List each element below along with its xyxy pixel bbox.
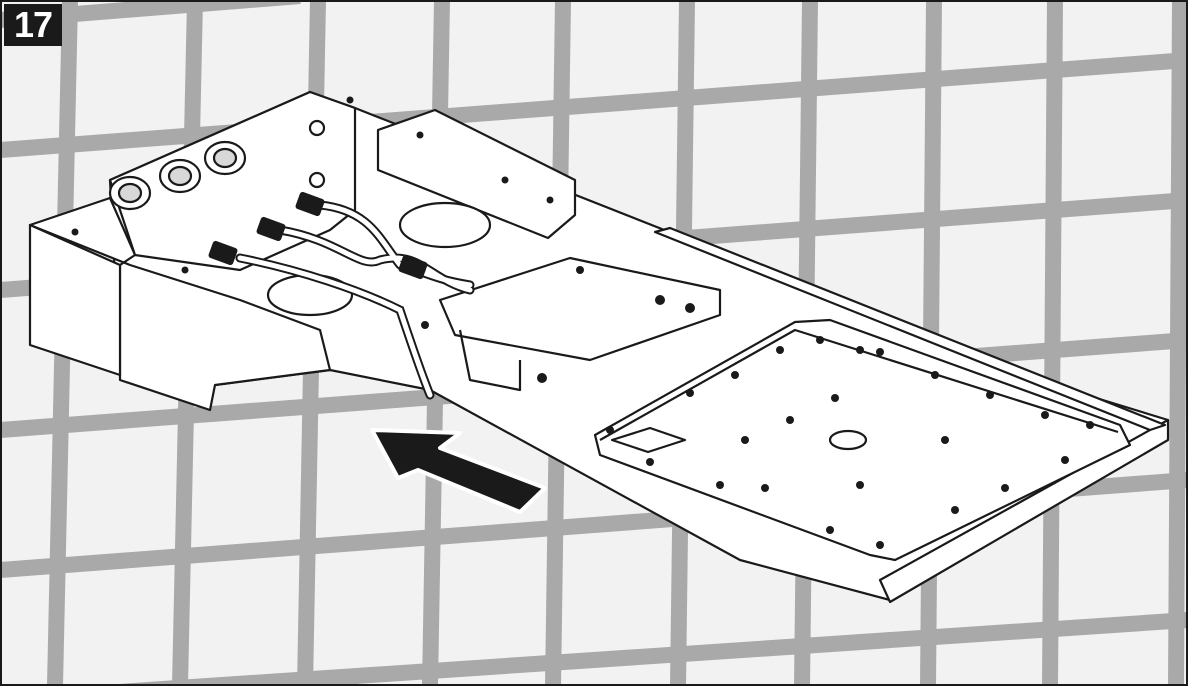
wall-hole-2 (308, 171, 326, 189)
hoses-inner (237, 202, 473, 398)
cover-plate-inner-edge (599, 328, 1119, 441)
manifold-housing (438, 256, 722, 362)
cover-label (610, 426, 687, 454)
back-wall (108, 90, 357, 272)
wall-hole-1 (308, 119, 326, 137)
step-number-badge: 17 (4, 4, 62, 46)
screws (71, 96, 1094, 549)
tray-assembly (28, 90, 1170, 604)
connector-2 (256, 216, 286, 242)
connector-4 (398, 254, 428, 280)
left-bracket-side (28, 223, 122, 377)
push-arrow-icon (370, 428, 547, 514)
manifold-lower (458, 329, 522, 392)
connector-3 (208, 240, 238, 266)
inner-box (376, 108, 577, 240)
connector-1 (295, 191, 325, 217)
cover-center-boss (828, 429, 868, 451)
right-rail (653, 226, 1167, 432)
pump-upper (398, 201, 492, 249)
rear-fittings (108, 119, 326, 211)
connectors (208, 191, 428, 280)
